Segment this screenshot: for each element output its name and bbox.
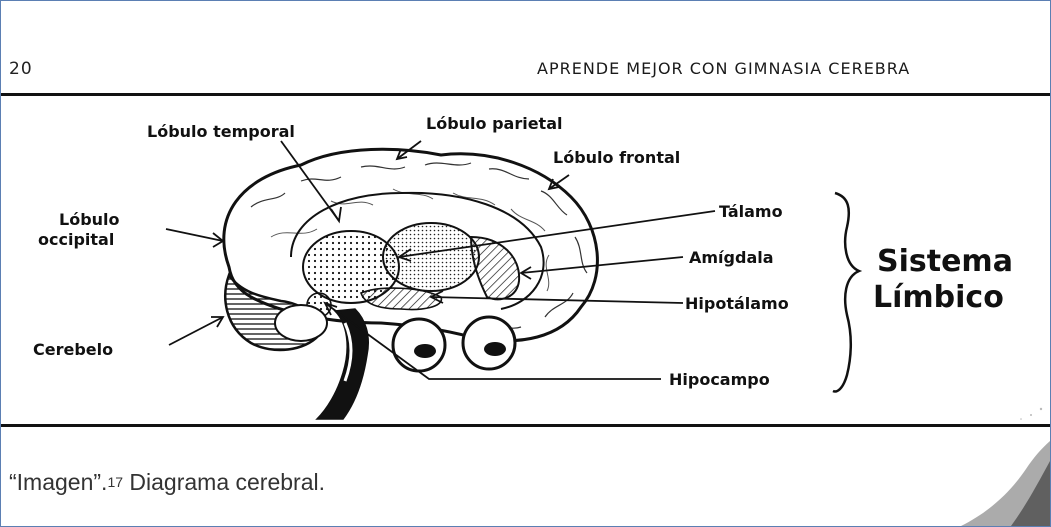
page-number: 20 (9, 59, 33, 79)
label-talamo: Tálamo (719, 202, 783, 221)
limbic-brace (832, 191, 863, 393)
top-rule (1, 93, 1050, 96)
brain-diagram: Lóbulo temporal Lóbulo parietal Lóbulo f… (33, 114, 1043, 420)
label-temporal: Lóbulo temporal (147, 122, 295, 141)
caption-text: Diagrama cerebral. (123, 469, 325, 495)
amygdala-shape (360, 287, 443, 311)
brainstem-shape (315, 308, 369, 420)
running-head: APRENDE MEJOR CON GIMNASIA CEREBRA (537, 59, 911, 78)
figure-caption: “Imagen”.17 Diagrama cerebral. (9, 469, 325, 496)
label-frontal: Lóbulo frontal (553, 148, 680, 167)
scan-smudge (961, 441, 1050, 526)
system-label-line2: Límbico (873, 280, 1004, 315)
label-occipital-line2: occipital (38, 230, 114, 249)
temporal-dotted-shape (302, 230, 400, 304)
label-cerebelo: Cerebelo (33, 340, 113, 359)
scan-texture (1020, 407, 1043, 420)
caption-reference: 17 (107, 474, 124, 490)
label-occipital-line1: Lóbulo (59, 210, 120, 229)
eye-right-icon (461, 315, 517, 371)
label-amigdala: Amígdala (689, 248, 774, 267)
system-label-line1: Sistema (877, 244, 1013, 279)
eye-left-icon (391, 317, 447, 373)
label-hipotalamo: Hipotálamo (685, 294, 789, 313)
bottom-rule (1, 424, 1050, 427)
caption-prefix: “Imagen”. (9, 469, 108, 495)
label-pointers (165, 140, 716, 380)
label-hipocampo: Hipocampo (669, 370, 770, 389)
label-parietal: Lóbulo parietal (426, 114, 562, 133)
